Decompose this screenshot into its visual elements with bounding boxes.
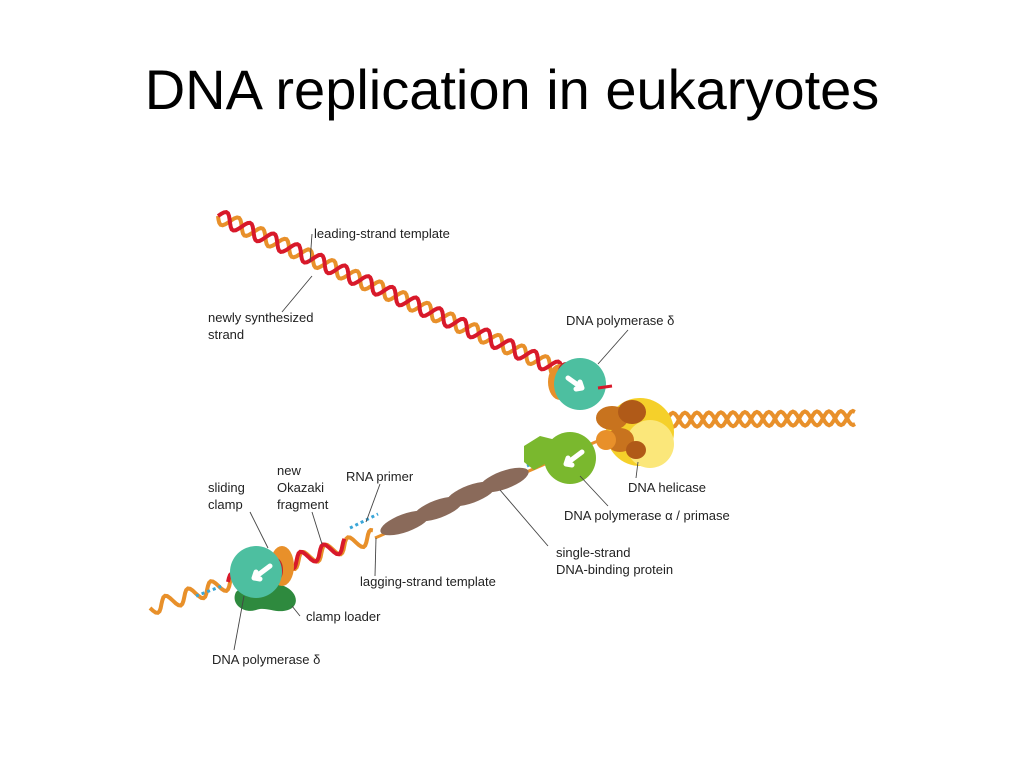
dna-helicase bbox=[596, 398, 674, 468]
label-lagging-strand-template: lagging-strand template bbox=[360, 574, 496, 589]
label-clamp: clamp bbox=[208, 497, 243, 512]
label-single-strand: single-strand bbox=[556, 545, 630, 560]
label-dna-helicase: DNA helicase bbox=[628, 480, 706, 495]
label-strand: strand bbox=[208, 327, 244, 342]
parental-strand-b bbox=[653, 408, 856, 429]
label-fragment: fragment bbox=[277, 497, 329, 512]
label-dna-binding-protein: DNA-binding protein bbox=[556, 562, 673, 577]
leading-new-strand bbox=[216, 210, 563, 372]
label-newly-synthesized: newly synthesized bbox=[208, 310, 314, 325]
dna-polymerase-delta-bottom bbox=[230, 546, 296, 612]
label-dna-polymerase-alpha: DNA polymerase α / primase bbox=[564, 508, 730, 523]
dna-polymerase-delta-top bbox=[548, 358, 613, 410]
rna-primer-middle bbox=[349, 512, 379, 530]
label-okazaki: Okazaki bbox=[277, 480, 324, 495]
ssb-proteins bbox=[380, 467, 529, 536]
label-sliding: sliding bbox=[208, 480, 245, 495]
label-clamp-loader: clamp loader bbox=[306, 609, 381, 624]
label-new: new bbox=[277, 463, 301, 478]
label-leading-strand-template: leading-strand template bbox=[314, 226, 450, 241]
label-dna-polymerase-delta-bottom: DNA polymerase δ bbox=[212, 652, 320, 667]
parental-helix bbox=[653, 408, 856, 430]
leading-strand-helix bbox=[216, 210, 563, 377]
label-rna-primer: RNA primer bbox=[346, 469, 414, 484]
rna-primer-bottom bbox=[195, 584, 223, 598]
ssb-protein bbox=[479, 467, 529, 493]
dna-polymerase-alpha-primase bbox=[524, 432, 596, 484]
slide-title: DNA replication in eukaryotes bbox=[144, 58, 880, 121]
parental-strand-a bbox=[653, 408, 856, 430]
label-dna-polymerase-delta-top: DNA polymerase δ bbox=[566, 313, 674, 328]
